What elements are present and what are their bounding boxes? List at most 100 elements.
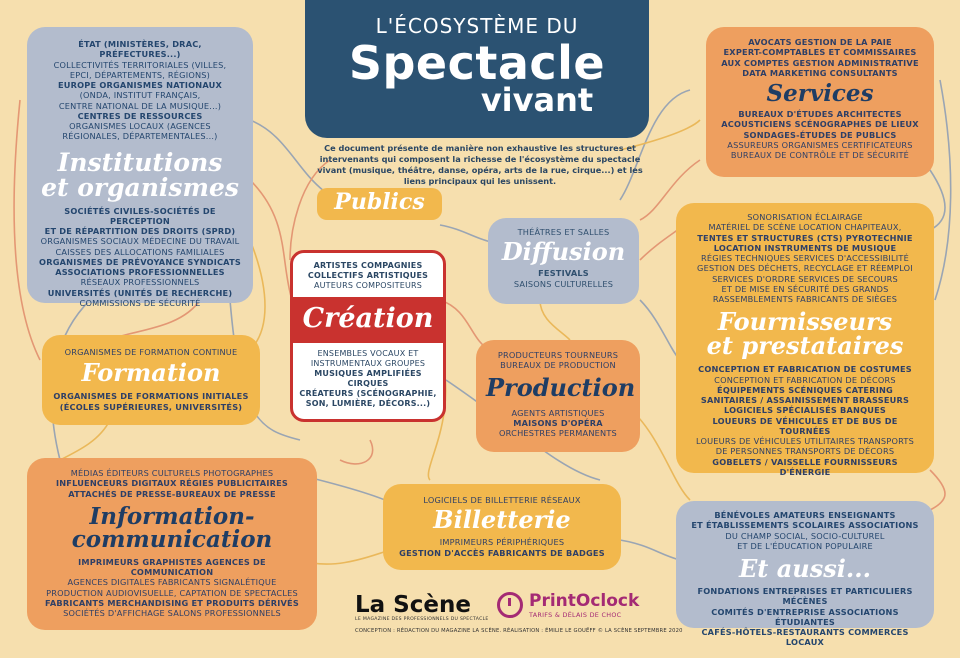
etaussi-box: BÉNÉVOLES AMATEURS ENSEIGNANTS ET ÉTABLI… [676, 501, 934, 647]
information-item: FABRICANTS MERCHANDISING ET PRODUITS DÉR… [45, 597, 299, 608]
etaussi-title: Et aussi... [739, 554, 871, 583]
fournisseurs-item: ET DE MISE EN SÉCURITÉ DES GRANDS [721, 283, 889, 294]
lascene-logo-subtitle: LE MAGAZINE DES PROFESSIONNELS DU SPECTA… [355, 617, 489, 622]
information-box: MÉDIAS ÉDITEURS CULTURELS PHOTOGRAPHES I… [27, 458, 317, 630]
etaussi-item: BÉNÉVOLES AMATEURS ENSEIGNANTS [714, 510, 896, 520]
fournisseurs-item: MATÉRIEL DE SCÈNE LOCATION CHAPITEAUX, [708, 222, 902, 233]
billetterie-item: GESTION D'ACCÈS FABRICANTS DE BADGES [399, 547, 605, 558]
intro-text: Ce document présente de manière non exha… [317, 143, 643, 187]
printoclock-tagline: TARIFS & DÉLAIS DE CHOC [529, 611, 622, 619]
creation-box: ARTISTES COMPAGNIES COLLECTIFS ARTISTIQU… [290, 250, 446, 422]
creation-item: AUTEURS COMPOSITEURS [313, 281, 423, 290]
information-item: SOCIÉTÉS D'AFFICHAGE SALONS PROFESSIONNE… [63, 608, 281, 618]
information-item: PRODUCTION AUDIOVISUELLE, CAPTATION DE S… [46, 587, 298, 598]
institutions-item: RÉSEAUX PROFESSIONNELS [80, 277, 200, 288]
information-item: ATTACHÉS DE PRESSE-BUREAUX DE PRESSE [68, 488, 276, 499]
diffusion-item: SAISONS CULTURELLES [513, 278, 614, 289]
fournisseurs-item: SANITAIRES / ASSAINISSEMENT BRASSEURS [700, 395, 910, 405]
services-item: AVOCATS GESTION DE LA PAIE [748, 37, 892, 47]
fournisseurs-title: Fournisseurs et prestataires [686, 310, 924, 358]
services-item: AUX COMPTES GESTION ADMINISTRATIVE [721, 57, 919, 68]
services-item: BUREAUX DE CONTRÔLE ET DE SÉCURITÉ [730, 150, 910, 160]
production-item: ORCHESTRES PERMANENTS [499, 428, 617, 438]
services-item: DATA MARKETING CONSULTANTS [742, 67, 898, 78]
fournisseurs-item: CONCEPTION ET FABRICATION DE COSTUMES [698, 364, 912, 375]
creation-item: ARTISTES COMPAGNIES [313, 261, 423, 270]
institutions-item: CENTRE NATIONAL DE LA MUSIQUE...) [58, 100, 222, 111]
header-title: Spectacle [348, 36, 606, 90]
diffusion-item: THÉÂTRES ET SALLES [517, 227, 610, 237]
creation-item: SON, LUMIÈRE, DÉCORS...) [305, 398, 431, 408]
information-item: AGENCES DIGITALES FABRICANTS SIGNALÉTIQU… [67, 577, 277, 588]
etaussi-item: COMITÉS D'ENTREPRISE ASSOCIATIONS ÉTUDIA… [711, 606, 899, 627]
information-title-line2: communication [71, 525, 273, 553]
institutions-item: ET DE RÉPARTITION DES DROITS (SPRD) [44, 226, 236, 236]
information-title-line1: Information- [89, 502, 255, 530]
fournisseurs-box: SONORISATION ÉCLAIRAGE MATÉRIEL DE SCÈNE… [676, 203, 934, 477]
production-item: AGENTS ARTISTIQUES [511, 407, 605, 418]
header-panel: L'ÉCOSYSTÈME DU Spectacle vivant [305, 0, 649, 138]
creation-item: ENSEMBLES VOCAUX ET [317, 348, 419, 358]
creation-title: Création [290, 297, 446, 343]
printoclock-name: PrintOclock [529, 591, 640, 611]
information-item: INFLUENCEURS DIGITAUX RÉGIES PUBLICITAIR… [55, 478, 288, 489]
formation-box: ORGANISMES DE FORMATION CONTINUE Formati… [42, 335, 260, 425]
institutions-item: (ONDA, INSTITUT FRANÇAIS, [79, 90, 201, 101]
fournisseurs-item: TENTES ET STRUCTURES (CTS) PYROTECHNIE [697, 232, 913, 243]
fournisseurs-item: LOUEURS DE VÉHICULES ET DE BUS DE TOURNÉ… [712, 415, 898, 436]
billetterie-box: LOGICIELS DE BILLETTERIE RÉSEAUX Billett… [383, 484, 621, 570]
institutions-title-line2: et organismes [41, 172, 239, 202]
printoclock-logo: PrintOclock TARIFS & DÉLAIS DE CHOC [497, 591, 639, 619]
fournisseurs-item: DE PERSONNES TRANSPORTS DE DÉCORS [715, 446, 895, 457]
clock-icon [497, 592, 523, 618]
formation-title: Formation [81, 358, 221, 388]
services-item: SONDAGES-ÉTUDES DE PUBLICS [743, 129, 897, 140]
production-item: MAISONS D'OPÉRA [513, 417, 603, 428]
institutions-item: ORGANISMES DE PRÉVOYANCE SYNDICATS [39, 256, 241, 267]
creation-item: MUSIQUES AMPLIFIÉES CIRQUES [314, 368, 422, 388]
institutions-item: COMMISSIONS DE SÉCURITÉ [79, 297, 201, 308]
institutions-item: RÉGIONALES, DÉPARTEMENTALES...) [62, 131, 218, 142]
fournisseurs-item: GOBELETS / VAISSELLE FOURNISSEURS D'ÉNER… [712, 456, 898, 477]
institutions-title-line1: Institutions [57, 147, 223, 177]
fournisseurs-item: SERVICES D'ORDRE SERVICES DE SECOURS [712, 273, 898, 284]
etaussi-item: FONDATIONS ENTREPRISES ET PARTICULIERS M… [697, 586, 913, 607]
services-item: EXPERT-COMPTABLES ET COMMISSAIRES [723, 47, 917, 58]
fournisseurs-item: ÉQUIPEMENTS SCÉNIQUES CATERING [717, 384, 893, 395]
fournisseurs-title-line2: et prestataires [706, 331, 904, 361]
institutions-item: EUROPE ORGANISMES NATIONAUX [58, 80, 222, 90]
etaussi-item: ET DE L'ÉDUCATION POPULAIRE [737, 540, 873, 551]
lascene-logo: La Scène [355, 592, 471, 618]
institutions-item: ORGANISMES SOCIAUX MÉDECINE DU TRAVAIL [40, 236, 240, 247]
fournisseurs-item: RASSEMBLEMENTS FABRICANTS DE SIÈGES [712, 294, 898, 304]
creation-item: INSTRUMENTAUX GROUPES [310, 358, 426, 368]
institutions-item: SOCIÉTÉS CIVILES-SOCIÉTÉS DE PERCEPTION [64, 205, 216, 226]
creation-item: CRÉATEURS (SCÉNOGRAPHIE, [299, 388, 437, 398]
fournisseurs-item: RÉGIES TECHNIQUES SERVICES D'ACCESSIBILI… [701, 253, 909, 263]
fournisseurs-item: GESTION DES DÉCHETS, RECYCLAGE ET RÉEMPL… [697, 263, 913, 274]
publics-title: Publics [334, 189, 425, 215]
production-title: Production [486, 372, 636, 402]
institutions-box: ÉTAT (MINISTÈRES, DRAC, PRÉFECTURES...) … [27, 27, 253, 308]
information-item: IMPRIMEURS GRAPHISTES AGENCES DE COMMUNI… [78, 556, 266, 577]
institutions-item: COLLECTIVITÉS TERRITORIALES (VILLES, [53, 59, 227, 70]
fournisseurs-item: SONORISATION ÉCLAIRAGE [747, 212, 863, 222]
publics-box: Publics [317, 188, 442, 220]
formation-item: (ÉCOLES SUPÉRIEURES, UNIVERSITÉS) [59, 401, 243, 412]
production-box: PRODUCTEURS TOURNEURS BUREAUX DE PRODUCT… [476, 340, 640, 452]
billetterie-item: IMPRIMEURS PÉRIPHÉRIQUES [439, 537, 565, 548]
services-title: Services [766, 80, 874, 107]
production-item: BUREAUX DE PRODUCTION [500, 360, 616, 371]
institutions-item: CENTRES DE RESSOURCES [77, 110, 203, 121]
institutions-item: UNIVERSITÉS (UNITÉS DE RECHERCHE) [47, 287, 233, 298]
institutions-title: Institutions et organismes [37, 150, 243, 200]
billetterie-title: Billetterie [433, 505, 571, 535]
footer-credits: CONCEPTION : RÉDACTION DU MAGAZINE LA SC… [355, 628, 683, 634]
diffusion-item: FESTIVALS [538, 268, 589, 279]
information-title: Information- communication [37, 505, 307, 551]
services-box: AVOCATS GESTION DE LA PAIE EXPERT-COMPTA… [706, 27, 934, 177]
information-item: MÉDIAS ÉDITEURS CULTURELS PHOTOGRAPHES [70, 468, 274, 478]
diffusion-box: THÉÂTRES ET SALLES Diffusion FESTIVALS S… [488, 218, 639, 304]
institutions-item: CAISSES DES ALLOCATIONS FAMILIALES [55, 246, 225, 257]
